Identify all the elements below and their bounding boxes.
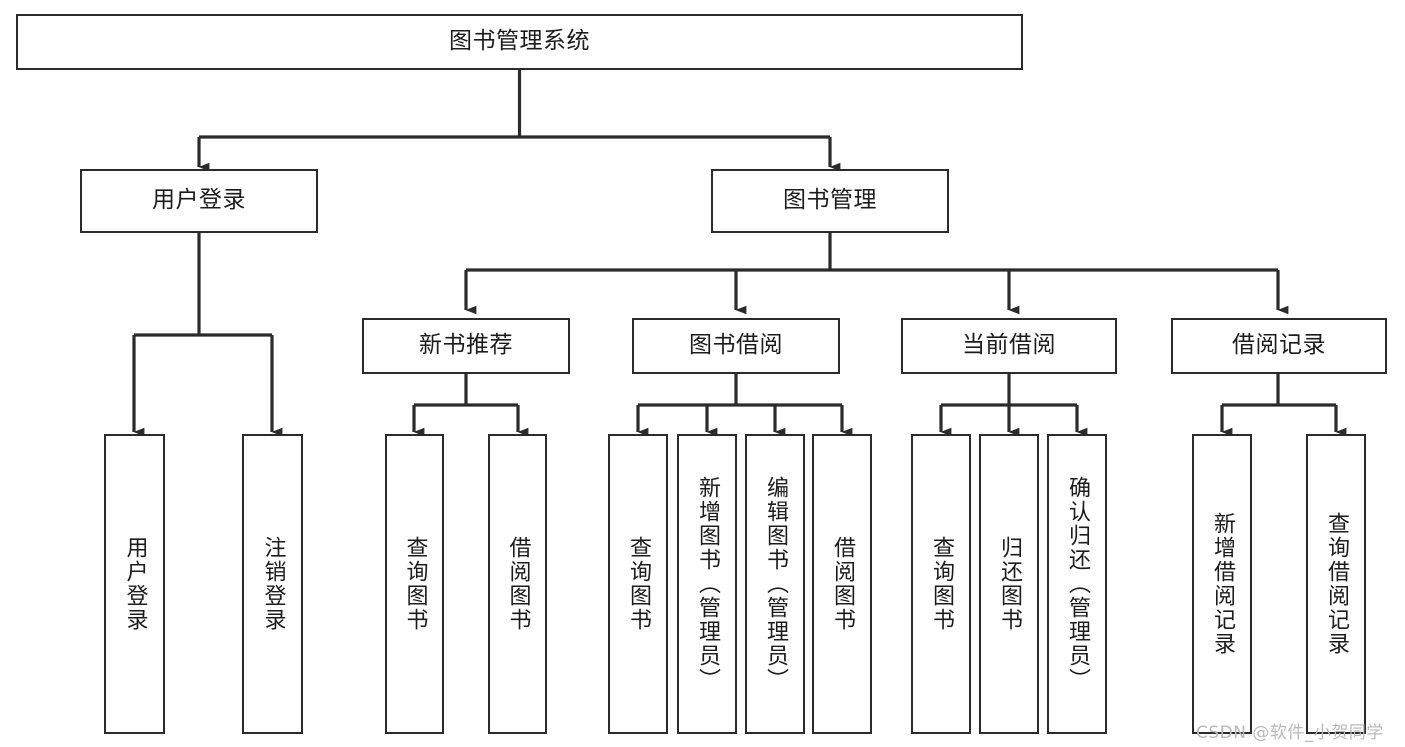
leaf-query-book-current[interactable]: 查询图书	[911, 434, 971, 734]
node-book-borrowing[interactable]: 图书借阅	[632, 318, 840, 374]
leaf-user-login[interactable]: 用户登录	[104, 434, 165, 734]
leaf-logout[interactable]: 注销登录	[242, 434, 303, 734]
leaf-query-borrow-record[interactable]: 查询借阅记录	[1306, 434, 1366, 734]
leaf-query-book-new-recommendation[interactable]: 查询图书	[385, 434, 444, 734]
node-label: 查询图书	[626, 536, 651, 632]
node-label: 图书借阅	[689, 332, 783, 359]
node-borrow-records[interactable]: 借阅记录	[1171, 318, 1387, 374]
node-label: 查询图书	[402, 536, 428, 632]
node-label: 借阅记录	[1232, 332, 1326, 359]
node-book-management[interactable]: 图书管理	[711, 169, 949, 233]
node-label: 编辑图书（管理员）	[763, 476, 788, 692]
leaf-confirm-return-admin[interactable]: 确认归还（管理员）	[1047, 434, 1107, 734]
node-root-book-management-system[interactable]: 图书管理系统	[16, 14, 1023, 70]
node-label: 图书管理系统	[449, 28, 590, 55]
node-current-borrowing[interactable]: 当前借阅	[901, 318, 1117, 374]
leaf-query-book-borrowing[interactable]: 查询图书	[608, 434, 668, 734]
node-label: 查询借阅记录	[1324, 512, 1349, 656]
leaf-return-book[interactable]: 归还图书	[979, 434, 1039, 734]
node-label: 查询图书	[929, 536, 954, 632]
node-label: 当前借阅	[962, 332, 1056, 359]
node-label: 借阅图书	[830, 536, 855, 632]
leaf-borrow-book-new-recommendation[interactable]: 借阅图书	[488, 434, 547, 734]
node-label: 用户登录	[122, 536, 148, 632]
leaf-add-book-admin[interactable]: 新增图书（管理员）	[677, 434, 737, 734]
node-label: 新增借阅记录	[1210, 512, 1235, 656]
node-label: 用户登录	[152, 187, 246, 214]
node-label: 借阅图书	[505, 536, 531, 632]
leaf-add-borrow-record[interactable]: 新增借阅记录	[1192, 434, 1252, 734]
node-new-book-recommendation[interactable]: 新书推荐	[362, 318, 570, 374]
leaf-borrow-book-borrowing[interactable]: 借阅图书	[812, 434, 872, 734]
node-label: 新增图书（管理员）	[695, 476, 720, 692]
node-label: 注销登录	[260, 536, 286, 632]
node-label: 确认归还（管理员）	[1065, 476, 1090, 692]
leaf-edit-book-admin[interactable]: 编辑图书（管理员）	[745, 434, 805, 734]
node-label: 新书推荐	[419, 332, 513, 359]
node-label: 图书管理	[783, 187, 877, 214]
node-user-login[interactable]: 用户登录	[80, 169, 318, 233]
node-label: 归还图书	[997, 536, 1022, 632]
